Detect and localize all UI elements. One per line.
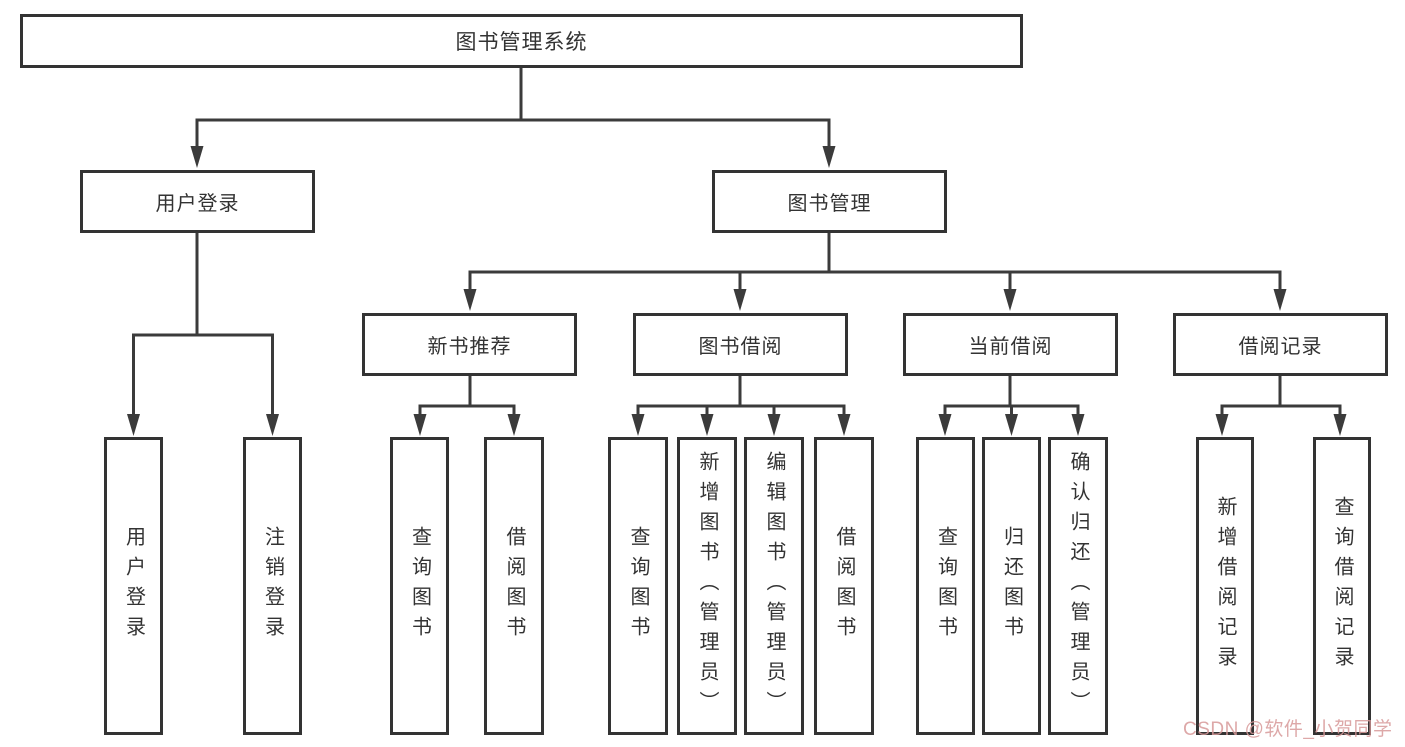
node-leaf-borrow-books-recommend: 借阅图书	[484, 437, 544, 735]
node-root-library-management-system: 图书管理系统	[20, 14, 1023, 68]
node-label: 查询借阅记录	[1331, 496, 1353, 676]
node-borrowing-records: 借阅记录	[1173, 313, 1388, 376]
node-book-management: 图书管理	[712, 170, 947, 233]
node-leaf-user-login: 用户登录	[104, 437, 163, 735]
node-leaf-borrow-books: 借阅图书	[814, 437, 874, 735]
node-leaf-add-borrow-record: 新增借阅记录	[1196, 437, 1254, 735]
node-label: 借阅记录	[1238, 336, 1323, 358]
node-current-borrowing: 当前借阅	[903, 313, 1118, 376]
node-label: 查询图书	[627, 526, 649, 646]
node-leaf-return-books: 归还图书	[982, 437, 1041, 735]
node-leaf-query-borrow-record: 查询借阅记录	[1313, 437, 1371, 735]
node-label: 归还图书	[1000, 526, 1023, 646]
node-label: 借阅图书	[833, 526, 855, 646]
node-leaf-add-books-admin: 新增图书（管理员）	[677, 437, 737, 735]
node-label: 图书借阅	[698, 336, 783, 358]
node-book-borrowing: 图书借阅	[633, 313, 848, 376]
node-leaf-query-books-recommend: 查询图书	[390, 437, 449, 735]
node-new-book-recommendation: 新书推荐	[362, 313, 577, 376]
node-label: 注销登录	[261, 526, 284, 646]
node-label: 新书推荐	[427, 336, 512, 358]
node-label: 用户登录	[155, 193, 240, 215]
node-label: 新增图书（管理员）	[696, 451, 718, 721]
node-label: 确认归还（管理员）	[1067, 451, 1089, 721]
csdn-watermark: CSDN @软件_小贺同学	[1183, 719, 1393, 740]
node-leaf-query-books-current: 查询图书	[916, 437, 975, 735]
node-label: 图书管理	[787, 193, 872, 215]
node-label: 新增借阅记录	[1214, 496, 1236, 676]
node-user-login: 用户登录	[80, 170, 315, 233]
node-label: 编辑图书（管理员）	[763, 451, 785, 721]
node-leaf-query-books-borrowing: 查询图书	[608, 437, 668, 735]
node-label: 借阅图书	[503, 526, 525, 646]
node-leaf-logout: 注销登录	[243, 437, 302, 735]
node-label: 当前借阅	[968, 336, 1053, 358]
node-label: 查询图书	[934, 526, 957, 646]
node-label: 图书管理系统	[455, 31, 588, 54]
node-leaf-confirm-return-admin: 确认归还（管理员）	[1048, 437, 1108, 735]
node-label: 查询图书	[408, 526, 431, 646]
node-label: 用户登录	[122, 526, 145, 646]
node-leaf-edit-books-admin: 编辑图书（管理员）	[744, 437, 804, 735]
